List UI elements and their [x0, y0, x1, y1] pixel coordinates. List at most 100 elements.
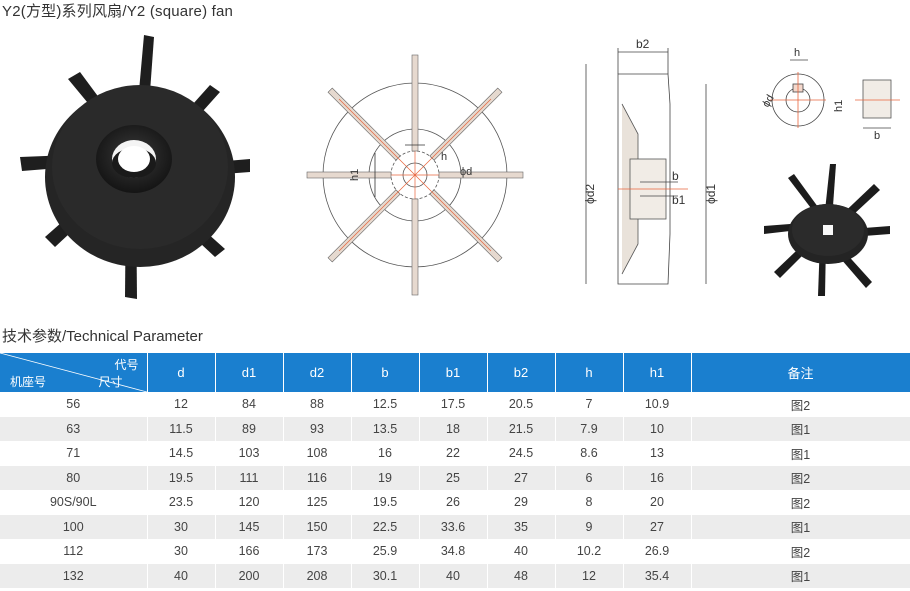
- table-cell: 6: [555, 465, 624, 490]
- table-cell: 图1: [691, 563, 910, 588]
- table-cell: 10.9: [623, 392, 692, 417]
- header-b1: b1: [419, 353, 488, 392]
- svg-text:b: b: [672, 169, 679, 183]
- page-title: Y2(方型)系列风扇/Y2 (square) fan: [2, 3, 234, 20]
- fan-section-drawing: b2 ϕd2 ϕd1 b b1: [583, 37, 718, 285]
- table-cell: 35: [487, 514, 556, 539]
- header-remark: 备注: [691, 353, 910, 392]
- header-d2: d2: [283, 353, 352, 392]
- corner-code-label: 代号: [114, 358, 139, 372]
- table-cell: 8.6: [555, 441, 624, 466]
- header-b: b: [351, 353, 420, 392]
- table-cell: 29: [487, 490, 556, 515]
- table-cell: 111: [215, 465, 284, 490]
- table-cell: 21.5: [487, 416, 556, 441]
- table-cell: 图2: [691, 490, 910, 515]
- svg-text:h1: h1: [833, 100, 845, 112]
- table-cell: 89: [215, 416, 284, 441]
- table-cell: 26.9: [623, 539, 692, 564]
- corner-frame-label: 机座号: [10, 375, 47, 389]
- table-cell: 125: [283, 490, 352, 515]
- table-cell: 18: [419, 416, 488, 441]
- table-cell: 84: [215, 392, 284, 417]
- svg-text:ϕd2: ϕd2: [583, 184, 597, 204]
- fan-photo-large: [20, 35, 250, 299]
- table-cell: 20.5: [487, 392, 556, 417]
- svg-text:ϕd1: ϕd1: [704, 184, 718, 204]
- fan-photo-small: [764, 164, 890, 296]
- table-cell: 16: [351, 441, 420, 466]
- svg-text:ϕd: ϕd: [760, 93, 777, 110]
- frame-number-cell: 112: [0, 539, 148, 564]
- frame-number-cell: 71: [0, 441, 148, 466]
- header-h: h: [555, 353, 624, 392]
- table-cell: 7.9: [555, 416, 624, 441]
- table-cell: 13: [623, 441, 692, 466]
- svg-text:h1: h1: [349, 169, 361, 181]
- table-cell: 12: [147, 392, 216, 417]
- header-b2: b2: [487, 353, 556, 392]
- table-cell: 22.5: [351, 514, 420, 539]
- table-cell: 24.5: [487, 441, 556, 466]
- table-cell: 166: [215, 539, 284, 564]
- table-header-row: 代号 机座号 尺寸 d d1 d2 b b1 b2 h h1 备注: [0, 353, 910, 392]
- table-cell: 19.5: [147, 465, 216, 490]
- table-cell: 12: [555, 563, 624, 588]
- table-cell: 145: [215, 514, 284, 539]
- frame-number-cell: 132: [0, 563, 148, 588]
- table-cell: 27: [623, 514, 692, 539]
- table-cell: 20: [623, 490, 692, 515]
- table-cell: 25.9: [351, 539, 420, 564]
- table-cell: 40: [147, 563, 216, 588]
- svg-text:b1: b1: [672, 193, 686, 207]
- table-cell: 208: [283, 563, 352, 588]
- table-cell: 120: [215, 490, 284, 515]
- table-cell: 图1: [691, 416, 910, 441]
- table-cell: 33.6: [419, 514, 488, 539]
- table-cell: 图1: [691, 441, 910, 466]
- table-cell: 图1: [691, 514, 910, 539]
- frame-number-cell: 80: [0, 465, 148, 490]
- table-cell: 25: [419, 465, 488, 490]
- table-cell: 150: [283, 514, 352, 539]
- header-corner-cell: 代号 机座号 尺寸: [0, 353, 148, 392]
- svg-text:h: h: [794, 47, 800, 59]
- header-h1: h1: [623, 353, 692, 392]
- table-cell: 16: [623, 465, 692, 490]
- frame-number-cell: 100: [0, 514, 148, 539]
- table-cell: 19.5: [351, 490, 420, 515]
- table-cell: 7: [555, 392, 624, 417]
- table-cell: 26: [419, 490, 488, 515]
- table-cell: 30.1: [351, 563, 420, 588]
- frame-number-cell: 56: [0, 392, 148, 417]
- hub-detail-drawing: h ϕd h1 b: [760, 47, 900, 140]
- table-cell: 93: [283, 416, 352, 441]
- table-cell: 40: [487, 539, 556, 564]
- table-cell: 9: [555, 514, 624, 539]
- table-cell: 40: [419, 563, 488, 588]
- figures-area: h1 h ϕd b2 ϕd2 ϕd1 b b1: [0, 22, 910, 322]
- table-cell: 8: [555, 490, 624, 515]
- frame-number-cell: 63: [0, 416, 148, 441]
- svg-text:b2: b2: [636, 37, 650, 51]
- corner-size-label: 尺寸: [98, 375, 123, 389]
- table-cell: 12.5: [351, 392, 420, 417]
- section-title: 技术参数/Technical Parameter: [2, 328, 203, 345]
- table-cell: 23.5: [147, 490, 216, 515]
- table-cell: 173: [283, 539, 352, 564]
- table-cell: 19: [351, 465, 420, 490]
- table-cell: 108: [283, 441, 352, 466]
- frame-number-cell: 90S/90L: [0, 490, 148, 515]
- table-cell: 116: [283, 465, 352, 490]
- table-cell: 88: [283, 392, 352, 417]
- header-d: d: [147, 353, 216, 392]
- table-cell: 22: [419, 441, 488, 466]
- table-cell: 14.5: [147, 441, 216, 466]
- table-cell: 13.5: [351, 416, 420, 441]
- table-cell: 10: [623, 416, 692, 441]
